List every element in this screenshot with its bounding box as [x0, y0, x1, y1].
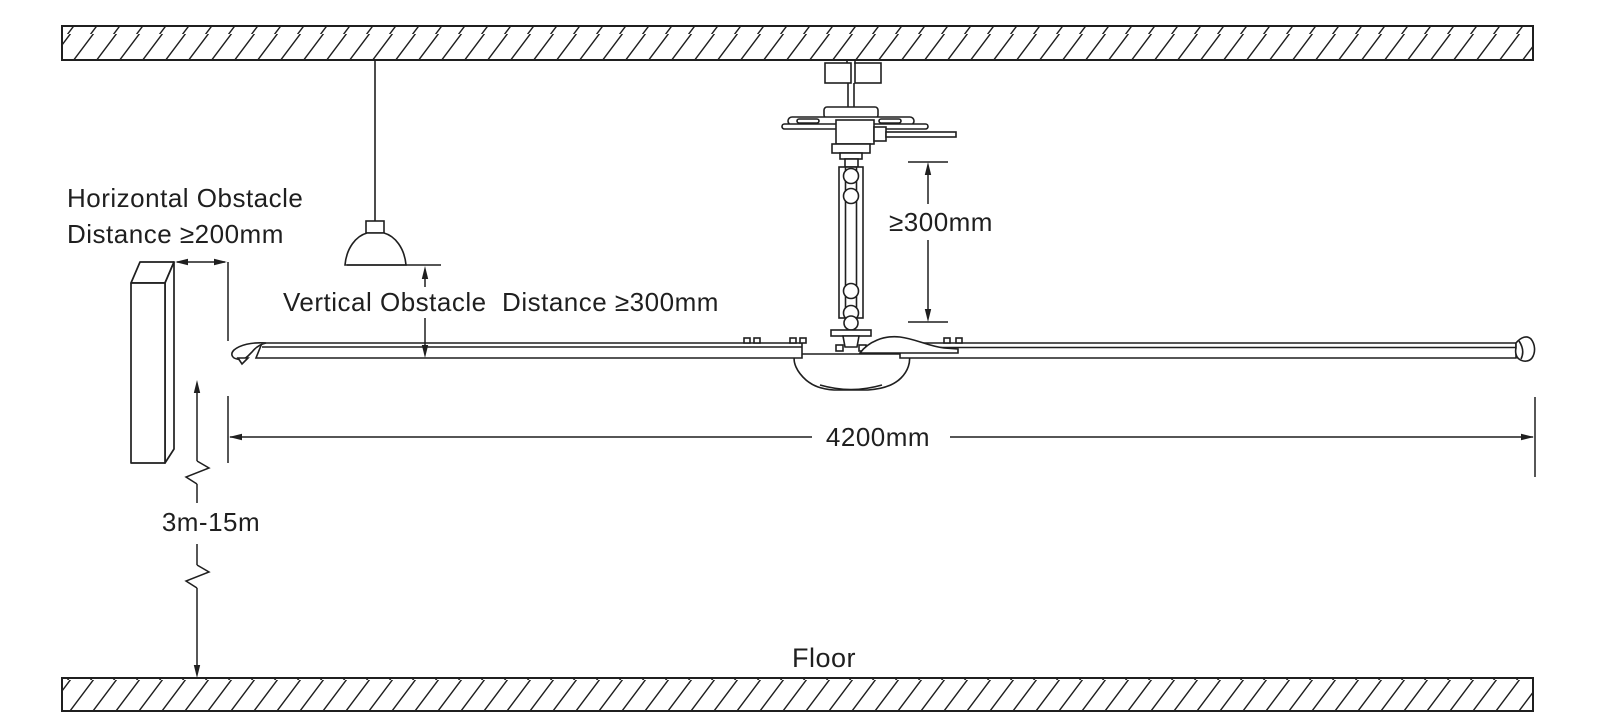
- ball-joint: [843, 315, 859, 331]
- pendant-socket: [365, 220, 385, 234]
- dim-downrod-clearance: [908, 161, 948, 323]
- bracket-slot-right: [878, 118, 902, 124]
- beam-clamp-left: [824, 62, 852, 84]
- hub-collar: [842, 335, 860, 348]
- arrow-up: [193, 380, 201, 393]
- i-beam-mount: [823, 60, 882, 119]
- label-horizontal-obstacle-line1: Horizontal Obstacle: [67, 183, 303, 213]
- coupler-flange: [831, 143, 871, 154]
- blade-bolts: [743, 337, 963, 344]
- motor-dome: [793, 353, 911, 391]
- label-mounting-height: 3m-15m: [162, 507, 260, 537]
- blade-right: [899, 342, 1517, 359]
- ceiling-section: [61, 25, 1534, 61]
- arrow-left: [175, 258, 188, 266]
- motor-dome-bottom-line: [819, 384, 883, 391]
- label-downrod-clearance: ≥300mm: [889, 207, 993, 237]
- floor-hatch-band: [61, 677, 1534, 712]
- arrow-left: [229, 433, 242, 441]
- ceiling-hatch-band: [61, 25, 1534, 61]
- blade-left-winglet-tip: [236, 357, 250, 366]
- break-symbol-lower: [184, 564, 211, 589]
- dim-horizontal-obstacle: [175, 258, 227, 266]
- arrow-right: [1521, 433, 1534, 441]
- blade-left-winglet: [231, 342, 267, 361]
- dim-mounting-height: [184, 380, 211, 678]
- break-symbol-upper: [184, 460, 211, 485]
- dim-vertical-obstacle: [421, 266, 429, 358]
- label-vertical-obstacle: Vertical Obstacle Distance ≥300mm: [283, 287, 719, 317]
- cable-clamp: [873, 126, 887, 142]
- blade-right-winglet: [1514, 336, 1536, 362]
- arrow-down: [193, 665, 201, 678]
- arrow-up: [924, 162, 932, 175]
- pendant-light: [344, 60, 441, 266]
- blade-left: [254, 342, 803, 359]
- bracket-center-box: [835, 119, 875, 145]
- downrod: [830, 166, 872, 352]
- downrod-hole: [842, 282, 860, 300]
- diagram-labels: Horizontal Obstacle Distance ≥200mm Vert…: [67, 183, 993, 673]
- hub-flange: [830, 329, 872, 337]
- bracket-slot-left: [796, 118, 820, 124]
- fan-blades: [231, 335, 1536, 366]
- label-fan-diameter: 4200mm: [826, 422, 930, 452]
- dim-fan-diameter: [229, 397, 1536, 477]
- arrow-right: [214, 258, 227, 266]
- hvls-fan: [231, 60, 1536, 391]
- coupler-step: [839, 152, 863, 160]
- label-floor: Floor: [792, 643, 856, 673]
- motor-housing: [793, 353, 911, 391]
- pendant-shade: [344, 232, 407, 266]
- arrow-up: [421, 266, 429, 279]
- floor-section: [61, 677, 1534, 712]
- hub-bolt-left: [835, 344, 844, 352]
- arrow-down: [924, 309, 932, 322]
- coupler-collar: [844, 158, 859, 168]
- label-horizontal-obstacle-line2: Distance ≥200mm: [67, 219, 284, 249]
- arrow-down: [421, 345, 429, 358]
- obstacle-side-face: [164, 261, 175, 464]
- blade-right-winglet-line: [1518, 340, 1524, 360]
- obstacle-front-face: [130, 282, 166, 464]
- blade-right-root-fairing: [858, 335, 959, 354]
- downrod-hole: [842, 187, 860, 205]
- safety-rod: [885, 131, 957, 138]
- mounting-bracket: [781, 116, 957, 168]
- beam-clamp-right: [854, 62, 882, 84]
- dimension-lines: [175, 161, 1536, 678]
- downrod-hole: [842, 167, 860, 185]
- horizontal-obstacle-column: [130, 261, 175, 464]
